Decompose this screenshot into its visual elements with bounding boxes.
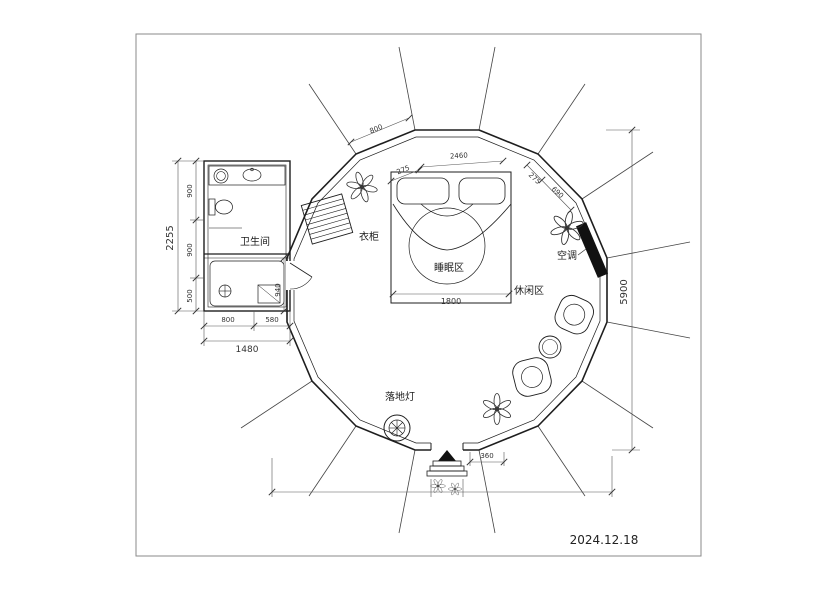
chair-bottom [512,357,552,397]
shower-tray [209,260,285,307]
sink-icon [242,168,262,182]
dim-top-seg-c: 690 [550,185,565,200]
dim-top-edge: 800 [369,123,384,135]
dim-left-seg3: 500 [186,289,194,302]
dimension-lines [172,114,640,497]
dim-bath-w2: 580 [265,316,278,324]
pillow-left [396,177,450,205]
label-sleeping-area: 睡眠区 [434,261,464,274]
entrance-plant-icon [430,478,446,494]
dim-bath-total: 1480 [236,345,259,355]
washer-icon [213,168,229,184]
floor-lamp-icon [383,414,411,442]
label-floor-lamp: 落地灯 [385,390,415,403]
door-opening [431,442,463,454]
entrance [426,442,468,496]
bathroom-outer-wall [203,160,291,312]
outer-wall [286,129,608,451]
dim-entry-width: 360 [480,452,493,460]
bathroom-door-swing [289,276,313,290]
pillow-right [458,177,506,205]
plant-top-left-icon [343,168,381,206]
ac-unit-icon [575,222,609,278]
bed-rug-circle [408,207,486,285]
wardrobe-stairs [300,193,354,245]
label-ac: 空调 [557,249,577,262]
roof-rays [240,46,691,534]
floor-lamp [383,414,411,442]
label-bathroom: 卫生间 [240,235,270,248]
entrance-plant-icon [448,482,462,496]
plant-bottom-icon [475,387,519,431]
dim-left-seg2: 900 [186,243,194,256]
inner-wall [293,136,601,444]
faucet-icon [250,167,254,172]
bathroom-inner-wall [207,164,287,308]
room-labels: 卫生间 衣柜 睡眠区 休闲区 空调 落地灯 [240,230,577,403]
dim-left-total: 2255 [165,225,176,250]
bed-frame [390,171,512,304]
bathroom-door-leaf [289,262,313,278]
ac-unit [575,222,609,278]
dim-bath-w1: 800 [221,316,234,324]
date-label: 2024.12.18 [570,533,639,547]
dimension-labels: 2255 900 900 500 800 580 1480 940 5900 1… [165,123,630,460]
room-outline [286,129,608,451]
chair-top [554,294,594,335]
dim-right-total: 5900 [619,279,630,304]
entrance-steps [426,460,468,477]
label-leisure-area: 休闲区 [514,284,544,297]
dim-top-total: 2460 [450,151,468,160]
dim-top-seg-b: 275 [527,171,542,186]
bathroom-door-opening [286,261,295,290]
bathroom-annex [203,160,313,312]
ac-leader-line [577,248,587,256]
dim-top-seg-a: 275 [396,164,411,176]
entrance-marker-icon [438,450,456,461]
dim-bed-width: 1800 [441,297,461,306]
vanity-counter [208,165,286,186]
toilet-icon [215,199,233,215]
dim-bath-h-lower: 940 [274,283,282,296]
bed [390,171,512,304]
sheet-border [135,33,702,557]
side-table [538,335,562,359]
bed-canopy-arc [392,203,512,251]
toilet-tank [208,198,216,216]
bath-fixture [257,284,281,304]
leisure-furniture [512,294,594,397]
dim-left-seg1: 900 [186,184,194,197]
label-wardrobe: 衣柜 [359,230,379,243]
